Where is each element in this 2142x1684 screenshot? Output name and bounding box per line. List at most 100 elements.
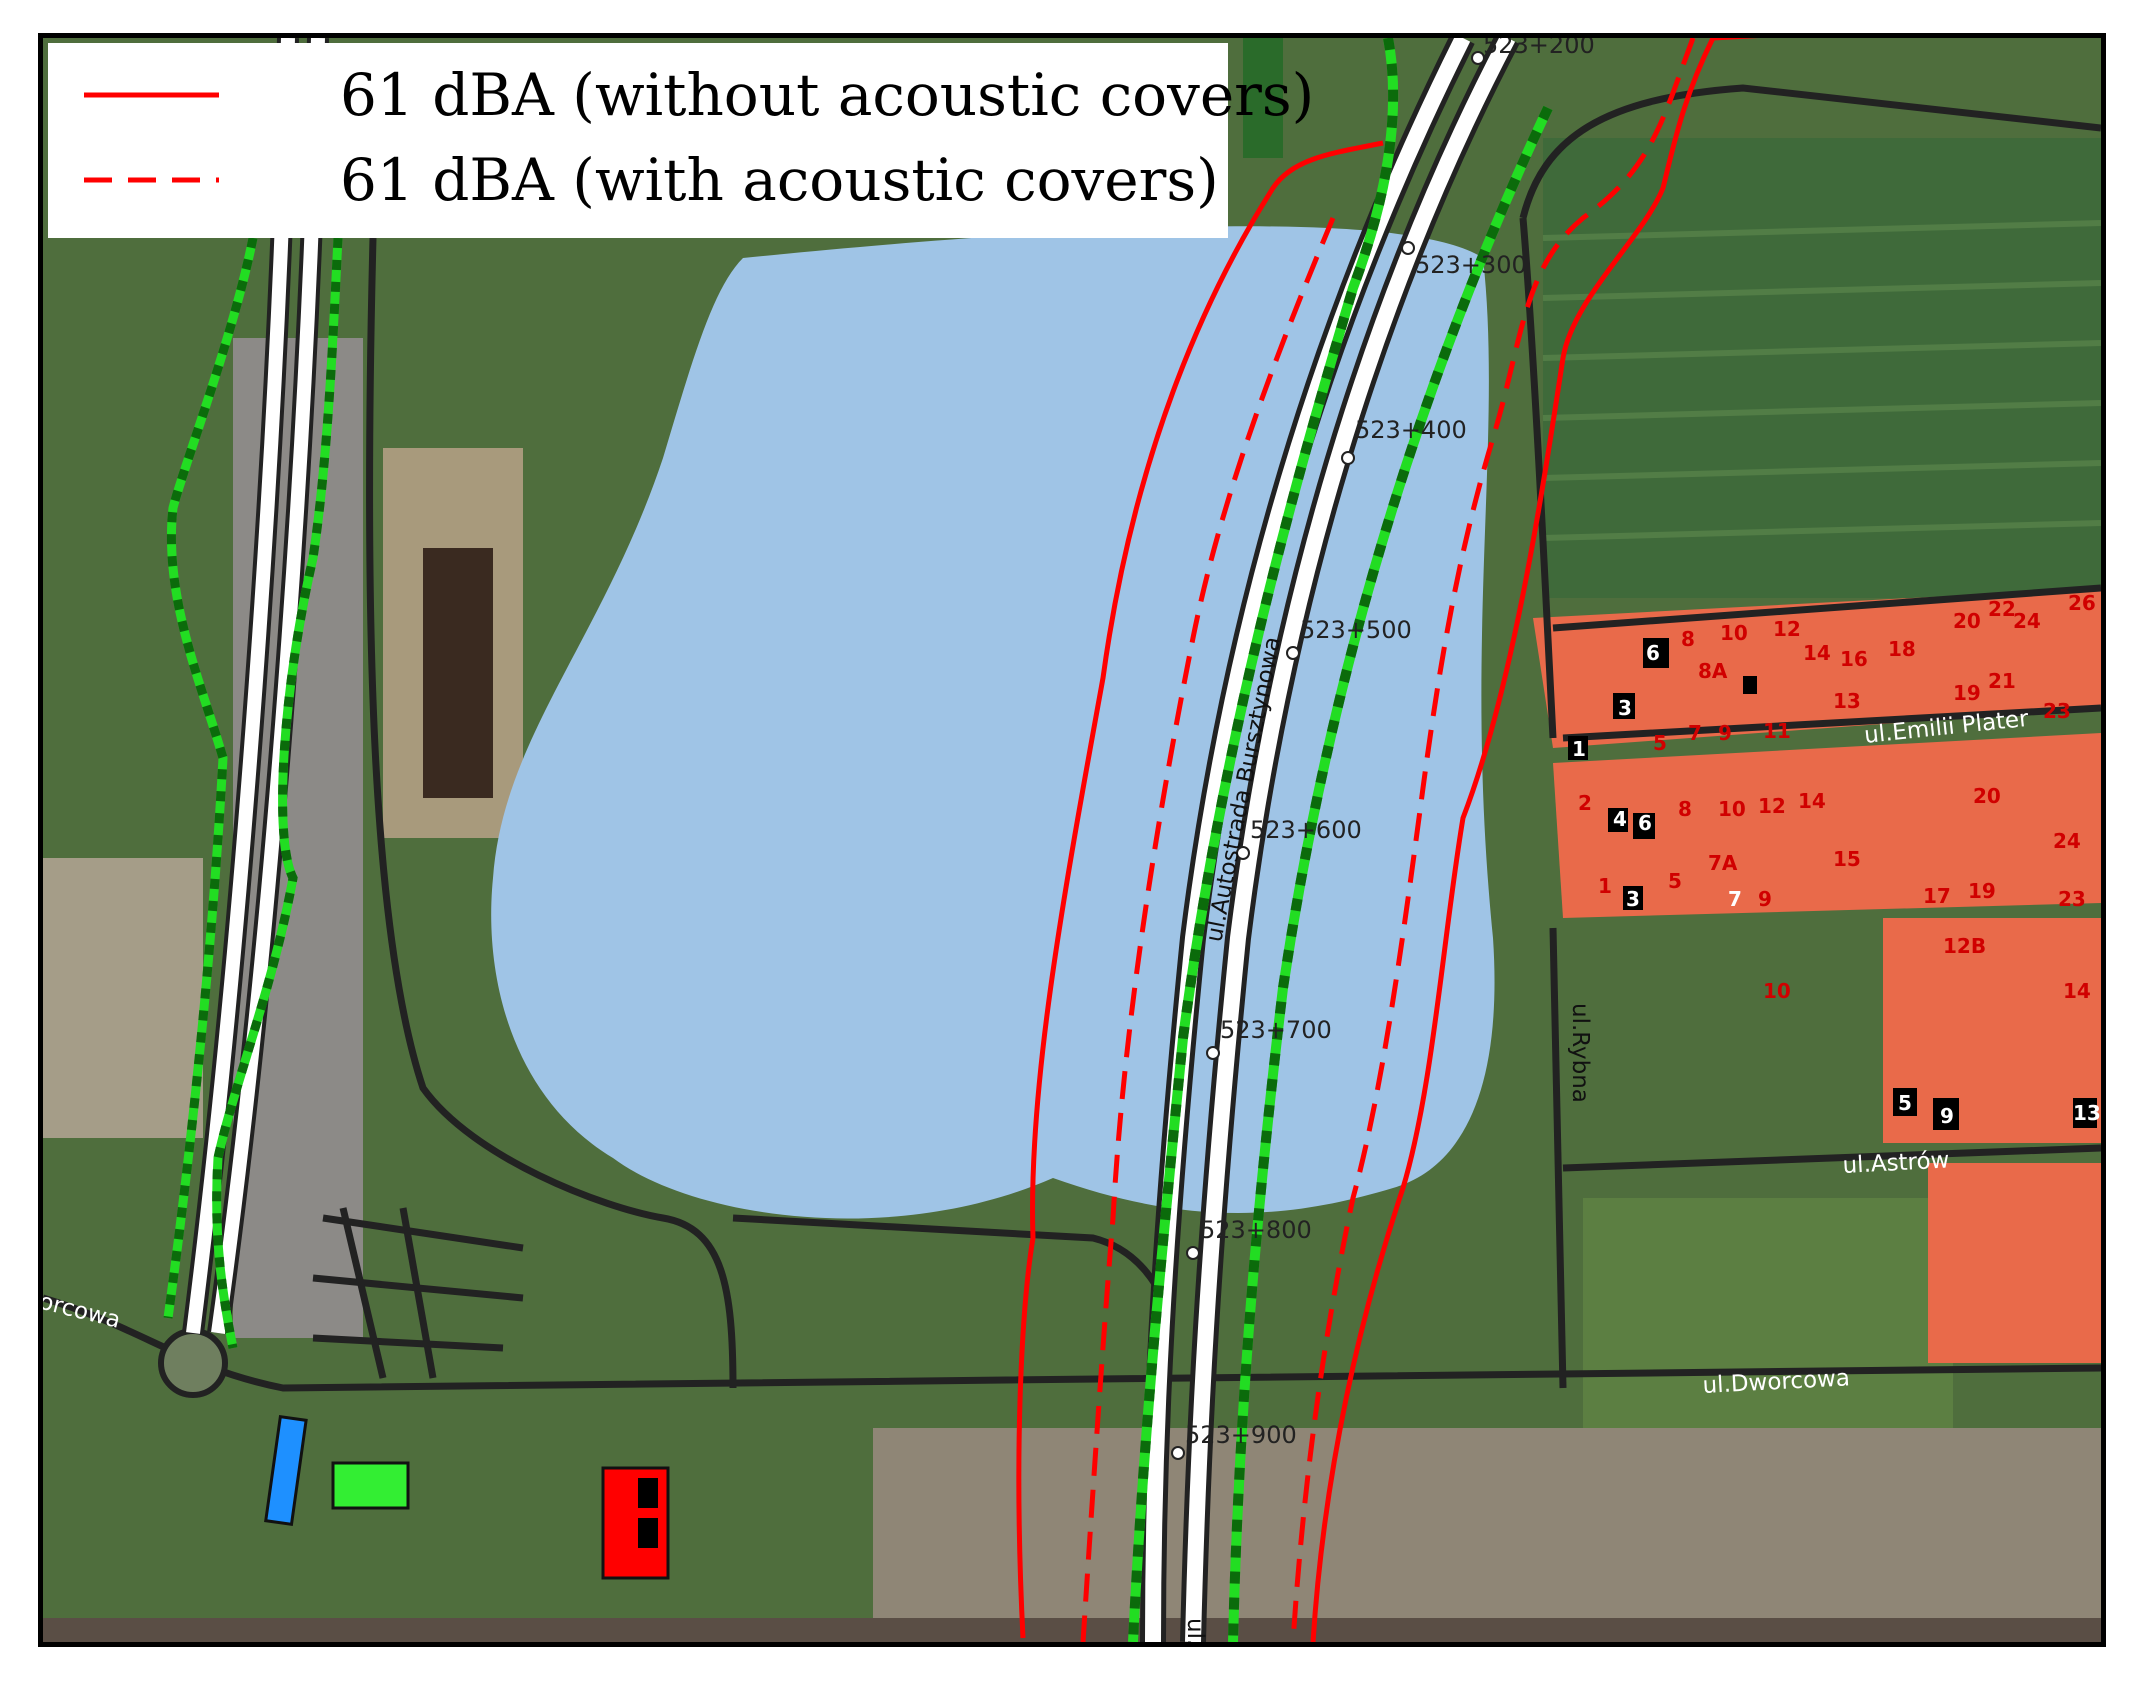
house-number: 15 (1833, 847, 1861, 871)
house-number: 5 (1653, 731, 1667, 755)
roundabout (158, 1328, 228, 1398)
house-number: 12 (1773, 617, 1801, 641)
house-number: 10 (1720, 621, 1748, 645)
chainage-label-4: 523+500 (1300, 616, 1412, 644)
chainage-label-5: 523+600 (1250, 816, 1362, 844)
house-number: 10 (1718, 797, 1746, 821)
building-red (601, 1466, 670, 1580)
map-legend: 61 dBA (without acoustic covers) 61 dBA … (48, 43, 1314, 238)
noise-contour-solid (1016, 38, 1759, 1642)
house-number: 14 (1803, 641, 1831, 665)
contour-solid-east (1310, 38, 1716, 1642)
residential-zone-astrow (1883, 918, 2101, 1143)
map-canvas[interactable]: 523+200 523+300 523+400 523+500 523+600 … (43, 38, 2101, 1642)
contour-dashed-west (1080, 217, 1336, 1642)
house-number: 16 (1840, 647, 1868, 671)
residential-zone-se (1928, 1163, 2101, 1363)
map-frame: 523+200 523+300 523+400 523+500 523+600 … (38, 33, 2106, 1647)
farm-field (1543, 138, 2101, 598)
chainage-label-3: 523+400 (1355, 416, 1467, 444)
road-astrow (1562, 1144, 2101, 1172)
house-number: 7 (1688, 721, 1702, 745)
house-number: 20 (1973, 784, 2001, 808)
house-numbers-row-2: 3 1 5 7 9 11 13 19 21 23 (1572, 669, 2071, 761)
chainage-label-2: 523+300 (1415, 251, 1527, 279)
house-number: 1 (1572, 737, 1586, 761)
house-number: 6 (1638, 811, 1652, 835)
house-number: 5 (1668, 869, 1682, 893)
house-numbers-row-5: 10 12B 14 5 9 13 (1763, 934, 2101, 1128)
legend-label-solid: 61 dBA (without acoustic covers) (340, 61, 1315, 129)
road-emilii-plater (1562, 704, 2101, 742)
road-west-loop (366, 237, 737, 1389)
house-number: 19 (1968, 879, 1996, 903)
rail-strip (43, 1618, 2101, 1642)
house-numbers-row-4: 1 3 5 7A 7 9 15 17 19 23 (1598, 847, 2086, 911)
house-number: 9 (1718, 721, 1732, 745)
house-number: 8 (1681, 627, 1695, 651)
motorway-noise-barriers (1128, 38, 1553, 1642)
street-label-rybna: ul.Rybna (1567, 1003, 1593, 1103)
house-number: 7A (1708, 851, 1738, 875)
house-number: 17 (1923, 884, 1951, 908)
chainage-label-8: 523+900 (1185, 1421, 1297, 1449)
chainage-label-1: 523+200 (1483, 38, 1595, 59)
house-number: 5 (1898, 1091, 1912, 1115)
green-plot (1243, 38, 1283, 158)
house-number: 20 (1953, 609, 1981, 633)
street-label-road-cut: ul. (1182, 1618, 1208, 1642)
house-number: 21 (1988, 669, 2016, 693)
legend-label-dashed: 61 dBA (with acoustic covers) (340, 146, 1219, 214)
house-number: 8A (1698, 659, 1728, 683)
road-north-east (1519, 84, 2101, 219)
house-number: 1 (1598, 874, 1612, 898)
building-green (331, 1461, 410, 1510)
bare-ground (873, 1428, 2101, 1642)
house-number: 26 (2068, 591, 2096, 615)
allotment-road-1 (322, 1214, 524, 1252)
house-number: 12B (1943, 934, 1986, 958)
contour-solid-west (1016, 140, 1384, 1639)
dashed-line-swatch (84, 177, 219, 183)
house-number: 6 (1646, 641, 1660, 665)
chainage-label-7: 523+800 (1200, 1216, 1312, 1244)
solid-line-swatch (84, 92, 219, 98)
legend-item-solid: 61 dBA (without acoustic covers) (48, 55, 1314, 135)
chainage-label-6: 523+700 (1220, 1016, 1332, 1044)
house-number: 14 (1798, 789, 1826, 813)
house-number: 18 (1888, 637, 1916, 661)
house-number: 14 (2063, 979, 2091, 1003)
house-number: 3 (1618, 696, 1632, 720)
house-number: 9 (1758, 887, 1772, 911)
house-numbers-row-1: 6 8 10 12 14 16 18 20 22 24 26 8A (1646, 591, 2096, 683)
reservoir-basin (423, 548, 493, 798)
house-number: 19 (1953, 681, 1981, 705)
grass-field (1583, 1198, 1953, 1438)
legend-item-dashed: 61 dBA (with acoustic covers) (48, 140, 1219, 220)
house-number: 13 (1833, 689, 1861, 713)
house-number: 11 (1763, 719, 1791, 743)
sand-area (43, 858, 203, 1138)
road-rybna (1549, 927, 1567, 1389)
house-markers (1568, 638, 2097, 1130)
west-noise-barriers (163, 237, 343, 1349)
chainage-markers (1171, 51, 1485, 1460)
house-number: 7 (1728, 887, 1742, 911)
residential-zone-row2 (1553, 733, 2101, 918)
house-number: 4 (1613, 807, 1627, 831)
house-numbers-row-3: 2 4 6 8 10 12 14 20 24 (1578, 784, 2081, 853)
house-number: 2 (1578, 791, 1592, 815)
house-number: 12 (1758, 794, 1786, 818)
noise-contour-dashed (1080, 38, 1696, 1642)
road-field-edge (1552, 584, 2101, 632)
house-number: 10 (1763, 979, 1791, 1003)
road-east (1519, 217, 1557, 739)
residential-zone-emilii-plater (1533, 588, 2101, 748)
street-label-astrow: ul.Astrów (1842, 1147, 1950, 1179)
house-number: 13 (2073, 1101, 2101, 1125)
house-number: 22 (1988, 597, 2016, 621)
house-number: 3 (1626, 887, 1640, 911)
house-number: 9 (1940, 1104, 1954, 1128)
house-number: 23 (2058, 887, 2086, 911)
building-blue (264, 1415, 308, 1526)
